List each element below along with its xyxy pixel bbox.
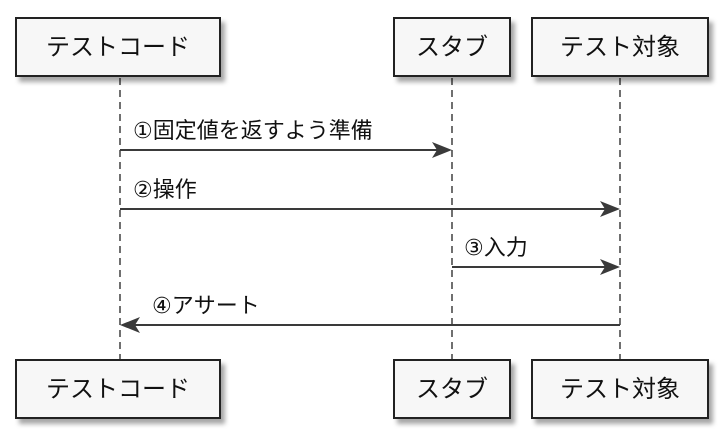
arrow-head-right — [432, 142, 452, 158]
message-label: ①固定値を返すよう準備 — [133, 119, 373, 144]
participant-testcode-bottom: テストコード — [15, 359, 221, 419]
participant-label: テストコード — [46, 33, 190, 61]
arrow-head-right — [600, 201, 620, 217]
participant-label: テスト対象 — [560, 33, 680, 61]
message-label: ②操作 — [133, 178, 197, 203]
message-2: ②操作 — [120, 178, 620, 217]
message-label: ③入力 — [464, 236, 528, 261]
participant-target-top: テスト対象 — [531, 17, 709, 77]
participant-testcode-top: テストコード — [15, 17, 221, 77]
participant-label: テストコード — [46, 375, 190, 403]
arrow-head-left — [120, 317, 140, 333]
participant-label: テスト対象 — [560, 375, 680, 403]
message-3: ③入力 — [452, 236, 620, 275]
message-label: ④アサート — [152, 294, 260, 319]
participant-label: スタブ — [416, 33, 488, 61]
participant-stub-top: スタブ — [393, 17, 511, 77]
participant-stub-bottom: スタブ — [393, 359, 511, 419]
participant-target-bottom: テスト対象 — [531, 359, 709, 419]
message-1: ①固定値を返すよう準備 — [120, 119, 452, 158]
message-4: ④アサート — [120, 294, 620, 333]
arrow-head-right — [600, 259, 620, 275]
participant-label: スタブ — [416, 375, 488, 403]
